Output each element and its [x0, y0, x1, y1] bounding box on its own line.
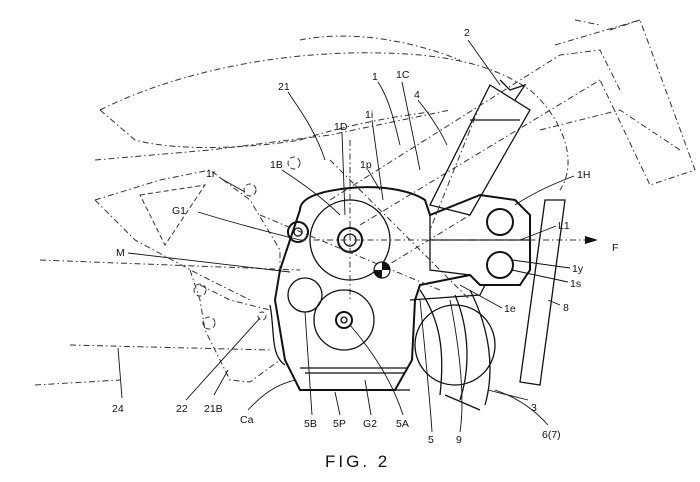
rear-frame — [94, 156, 301, 383]
label-1: 1 — [372, 71, 378, 83]
label-5A: 5A — [396, 418, 409, 430]
label-8: 8 — [563, 302, 569, 314]
main-frame — [329, 19, 696, 226]
label-1y: 1y — [572, 263, 584, 275]
label-1e: 1e — [504, 303, 516, 315]
label-1C: 1C — [396, 69, 410, 81]
label-4: 4 — [414, 89, 420, 101]
label-5: 5 — [428, 434, 434, 446]
label-2: 2 — [464, 27, 470, 39]
label-22: 22 — [176, 403, 188, 415]
oil-pan — [300, 367, 410, 391]
label-5P: 5P — [333, 418, 346, 430]
label-1H: 1H — [577, 169, 590, 181]
mount-lugs — [430, 208, 530, 279]
label-6-7: 6(7) — [542, 429, 561, 441]
figure-caption: FIG. 2 — [325, 452, 390, 471]
label-1D: 1D — [334, 121, 348, 133]
axis-lines — [259, 159, 598, 301]
label-21B: 21B — [204, 403, 223, 415]
label-1s: 1s — [570, 278, 581, 290]
arrow-F-label: F — [612, 242, 618, 254]
label-21: 21 — [278, 81, 290, 93]
label-1r: 1r — [206, 168, 216, 180]
label-G1: G1 — [172, 205, 186, 217]
steering-head — [429, 79, 531, 231]
engine-block — [269, 186, 531, 391]
label-1i: 1i — [365, 109, 373, 121]
exhaust-pipes — [419, 289, 491, 411]
label-24: 24 — [112, 403, 124, 415]
label-1B: 1B — [270, 159, 283, 171]
label-M: M — [116, 247, 125, 259]
label-Ca: Ca — [240, 414, 254, 426]
label-5B: 5B — [304, 418, 317, 430]
reference-labels: 2 1 1C 21 4 1i 1D 1B 1p 1r 1H G1 L1 F M … — [112, 27, 618, 446]
leader-lines — [117, 39, 575, 433]
label-9: 9 — [456, 434, 462, 446]
label-3: 3 — [531, 402, 537, 414]
label-1p: 1p — [360, 159, 372, 171]
body-outline — [34, 35, 681, 386]
label-G2: G2 — [363, 418, 377, 430]
radiator — [519, 199, 566, 386]
center-of-gravity-icon — [373, 261, 391, 279]
label-L1: L1 — [558, 220, 570, 232]
